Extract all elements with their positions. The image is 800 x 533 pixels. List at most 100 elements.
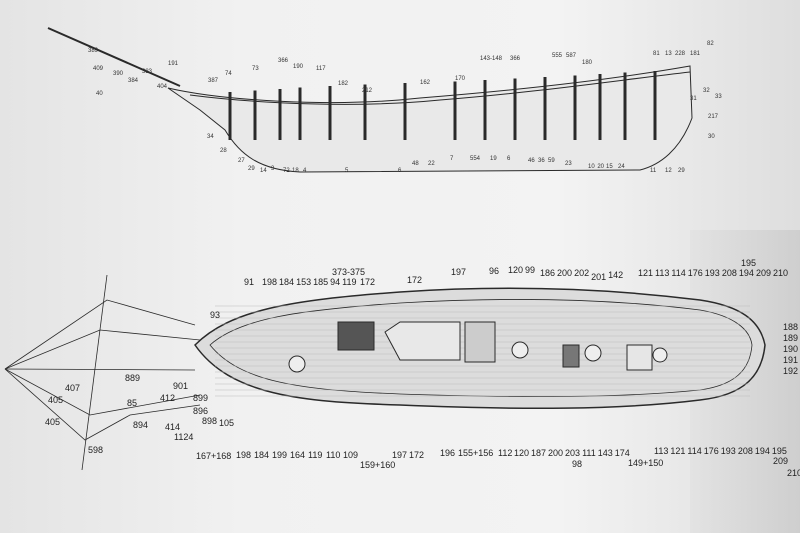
part-label: 114: [671, 268, 685, 278]
part-label: 190: [293, 64, 304, 70]
part-label: 81: [653, 51, 660, 57]
part-label: 898: [202, 416, 217, 426]
part-label: 197: [451, 267, 466, 277]
part-label: 184: [254, 450, 269, 460]
part-label: 212: [362, 88, 373, 94]
part-label: 113: [655, 268, 669, 278]
part-label: 201: [591, 272, 606, 282]
part-label: 120: [508, 265, 523, 275]
part-label: 20: [597, 164, 604, 170]
part-label: 94: [330, 277, 340, 287]
part-label: 162: [420, 80, 431, 86]
part-label: 172: [407, 275, 422, 285]
part-label: 1124: [174, 432, 193, 442]
part-label: 119: [342, 277, 356, 287]
part-label: 159+160: [360, 460, 395, 470]
part-label: 383: [142, 69, 153, 75]
part-label: 12: [665, 168, 672, 174]
part-label: 405: [48, 395, 63, 405]
part-label: 180: [582, 60, 593, 66]
part-label: 412: [160, 393, 175, 403]
part-label: 73: [252, 66, 259, 72]
part-label: 390: [113, 71, 124, 77]
part-label: 113: [654, 446, 668, 456]
part-label: 4: [303, 168, 307, 174]
part-label: 23: [565, 161, 572, 167]
part-label: 405: [45, 417, 60, 427]
part-label: 191: [168, 61, 179, 67]
aft-hatch: [626, 344, 653, 371]
profile-stanchions: [228, 71, 657, 140]
part-label: 117: [316, 66, 326, 72]
part-label: 72: [283, 168, 290, 174]
part-label: 203: [565, 448, 580, 458]
part-label: 143: [598, 448, 613, 458]
part-label: 210: [773, 268, 788, 278]
part-label: 409: [93, 66, 104, 72]
part-label: 164: [290, 450, 305, 460]
part-label: 111: [582, 448, 596, 458]
part-label: 191: [783, 355, 798, 365]
part-label: 387: [208, 78, 219, 84]
part-label: 176: [704, 446, 719, 456]
part-label: 59: [548, 158, 555, 164]
part-label: 85: [127, 398, 137, 408]
bowsprit: [47, 27, 181, 87]
part-label: 19: [490, 156, 497, 162]
profile-view: [47, 27, 693, 173]
part-label: 153: [296, 277, 311, 287]
part-label: 196: [440, 448, 455, 458]
part-label: 404: [157, 84, 168, 90]
part-label: 366: [510, 56, 521, 62]
part-label: 28: [220, 148, 227, 154]
profile-hull-outline: [167, 65, 693, 173]
part-label: 18: [292, 168, 299, 174]
part-label: 186: [540, 268, 555, 278]
part-label: 3: [271, 166, 275, 172]
companion-hatch: [464, 321, 496, 363]
part-label: 155+156: [458, 448, 493, 458]
part-label: 14: [260, 168, 267, 174]
part-label: 109: [343, 450, 358, 460]
part-label: 200: [548, 448, 563, 458]
part-label: 192: [783, 366, 798, 376]
profile-deck-line: [189, 71, 691, 105]
fore-capstan: [288, 355, 306, 373]
jib-rigging: [4, 274, 201, 471]
part-label: 193: [721, 446, 736, 456]
part-label: 554: [470, 156, 481, 162]
part-label: 112: [498, 448, 512, 458]
capstan: [511, 341, 529, 359]
part-label: 899: [193, 393, 208, 403]
part-label: 33: [715, 94, 722, 100]
part-label: 384: [128, 78, 139, 84]
pump: [584, 344, 602, 362]
part-label: 407: [65, 383, 80, 393]
part-label: 587: [566, 53, 577, 59]
part-label: 29: [678, 168, 685, 174]
aft-capstan: [652, 347, 668, 363]
part-label: 170: [455, 76, 466, 82]
part-label: 366: [278, 58, 289, 64]
part-label: 7: [450, 156, 454, 162]
part-label: 208: [722, 268, 737, 278]
part-label: 119: [308, 450, 322, 460]
part-label: 195: [741, 258, 756, 268]
part-label: 209: [773, 456, 788, 466]
part-label: 172: [409, 450, 424, 460]
part-label: 896: [193, 406, 208, 416]
part-label: 210: [787, 468, 800, 478]
part-label: 194: [755, 446, 770, 456]
part-label: 217: [708, 114, 719, 120]
part-label: 32: [703, 88, 710, 94]
part-label: 93: [210, 310, 220, 320]
part-label: 96: [489, 266, 499, 276]
part-label: 46: [528, 158, 535, 164]
part-label: 555: [552, 53, 563, 59]
part-label: 167+168: [196, 451, 231, 461]
part-label: 82: [707, 41, 714, 47]
deckhouse: [384, 321, 461, 361]
part-label: 198: [236, 450, 251, 460]
part-label: 198: [262, 277, 277, 287]
